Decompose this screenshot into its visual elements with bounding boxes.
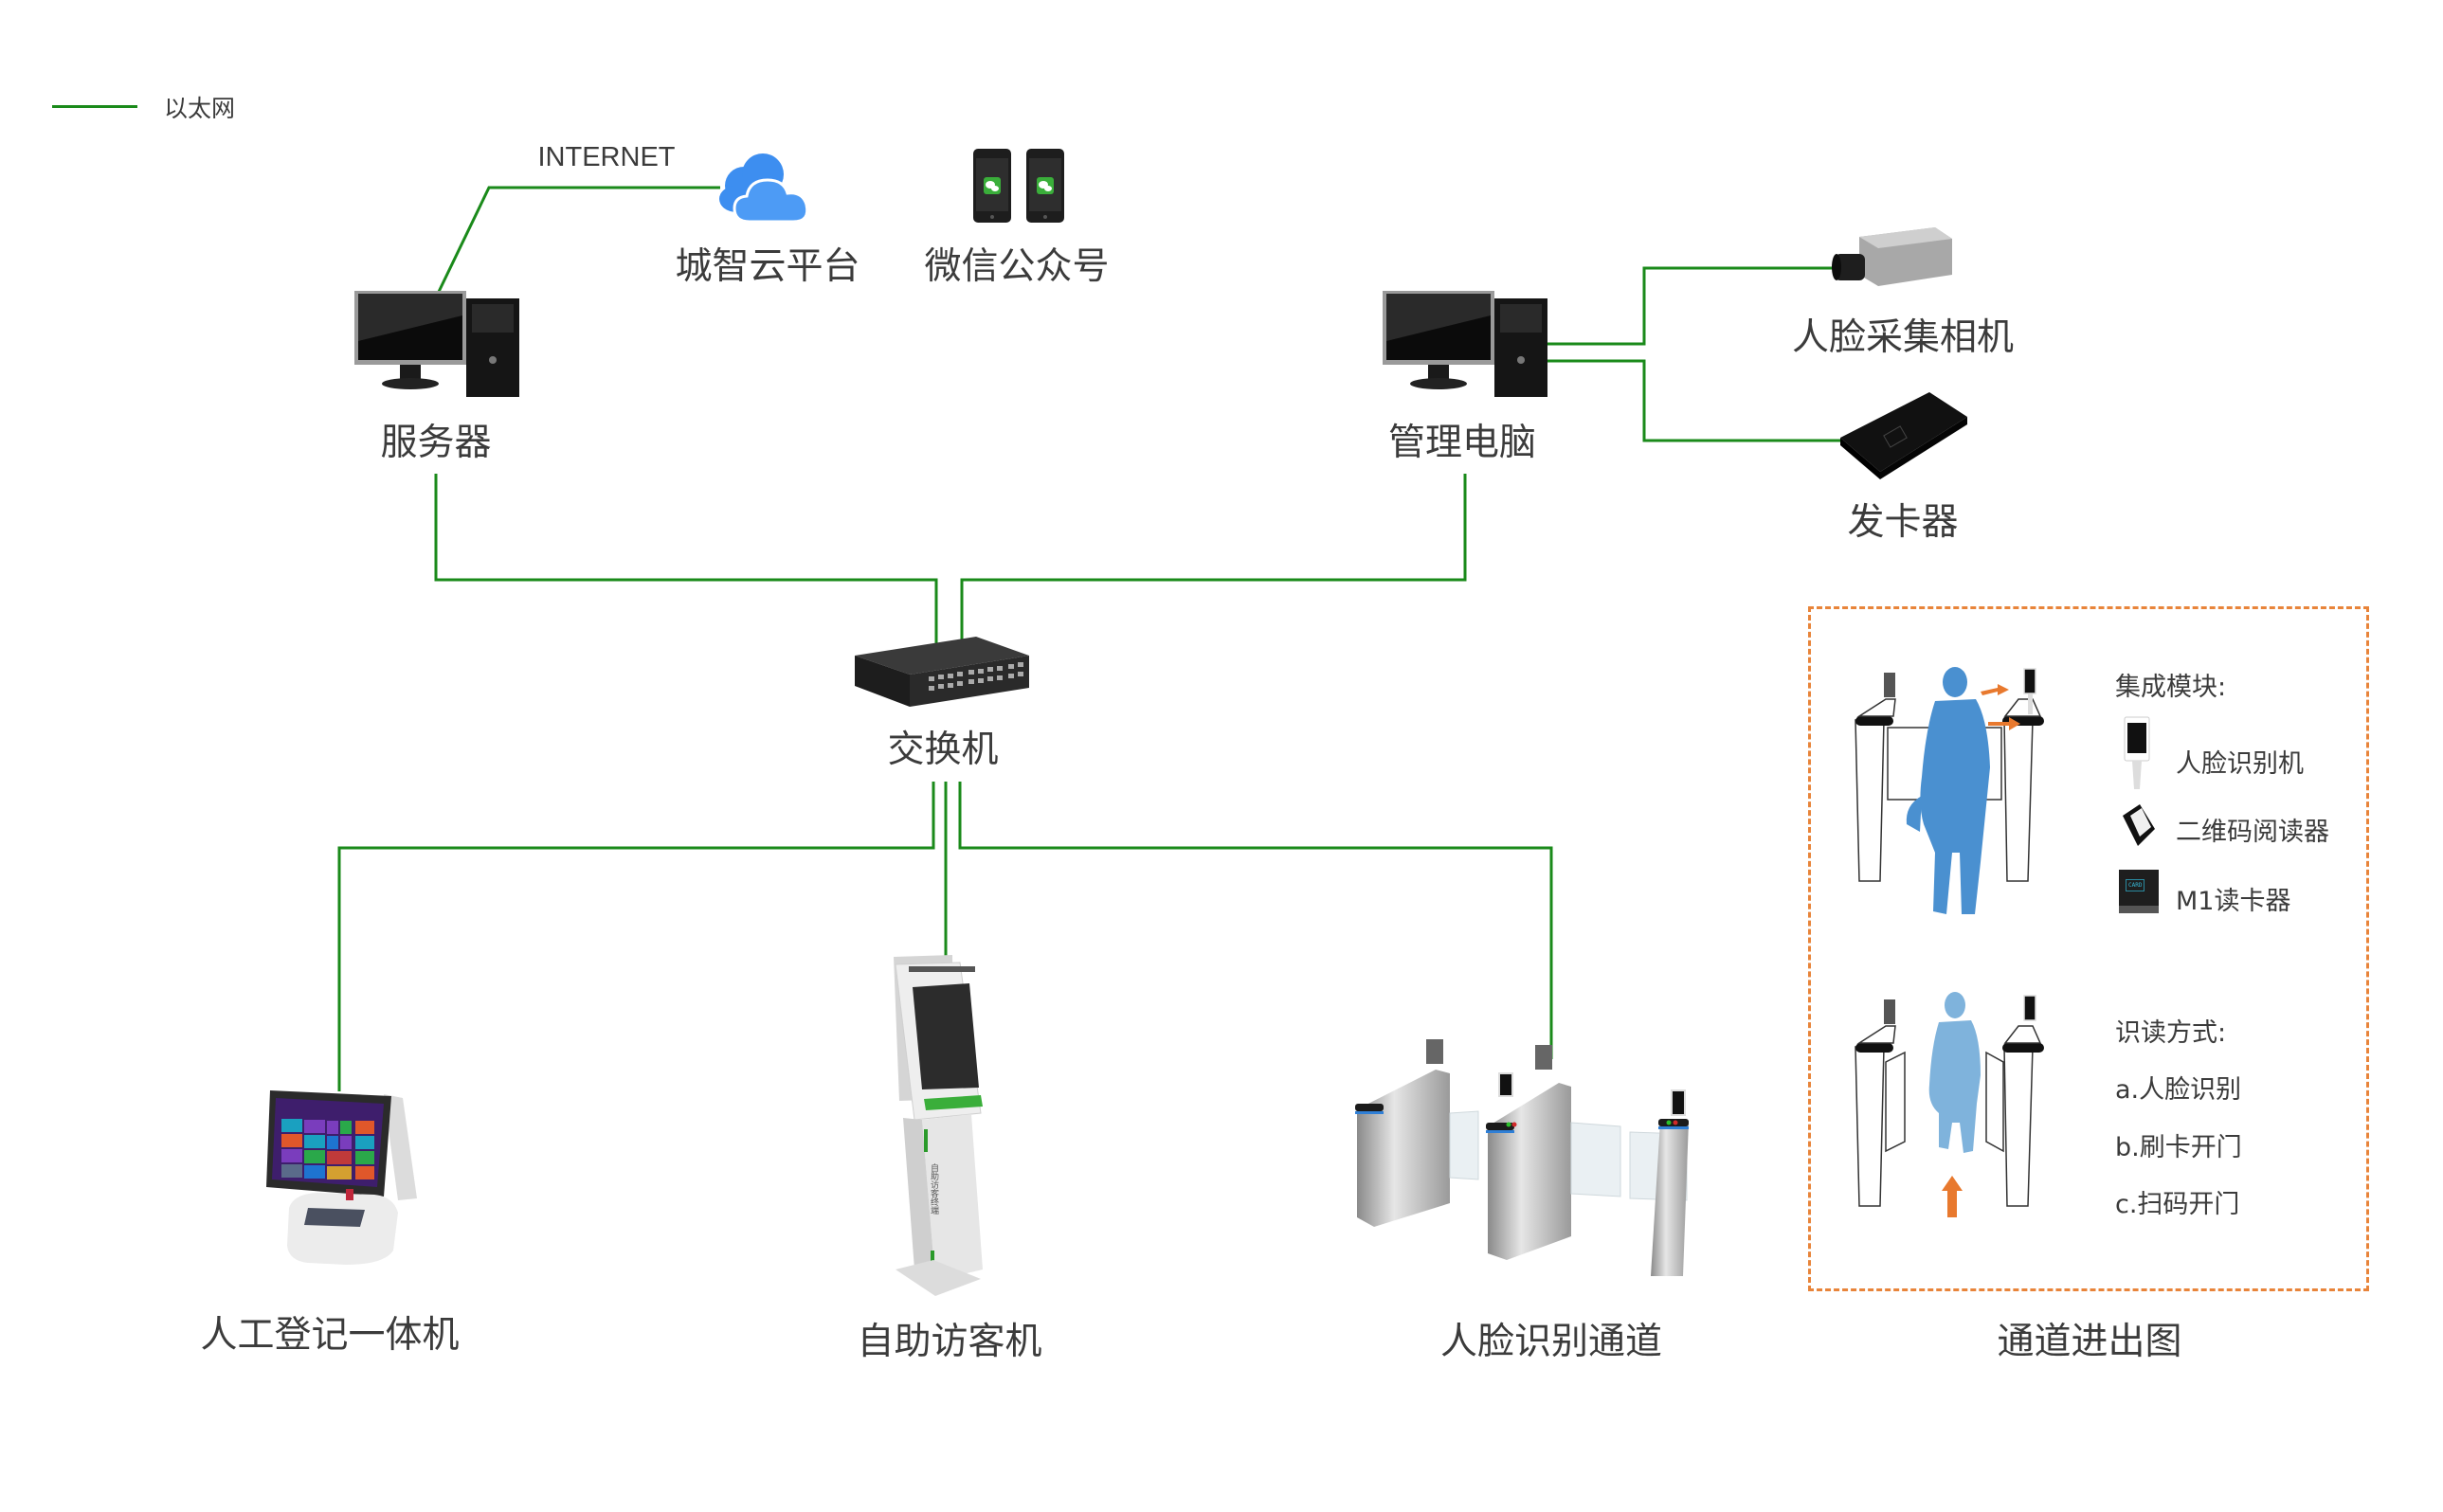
module-label-m1-reader: M1读卡器 (2176, 887, 2291, 916)
card-reader-text: CARD (2126, 879, 2145, 891)
method-face: a.人脸识别 (2115, 1075, 2242, 1105)
arrow-to-face-terminal (1981, 684, 2009, 695)
module-label-qr-reader: 二维码阅读器 (2176, 818, 2329, 847)
face-camera-label: 人脸采集相机 (1791, 316, 2015, 359)
kiosk-panel-text: 自助访客终端 (929, 1162, 939, 1215)
method-qr: c.扫码开门 (2115, 1190, 2240, 1219)
face-gate-label: 人脸识别通道 (1439, 1321, 1663, 1363)
cloud-icon (719, 153, 809, 224)
card-issuer-label: 发卡器 (1847, 501, 1959, 544)
camera-icon (1832, 227, 1952, 286)
server-label: 服务器 (380, 422, 492, 464)
management-computer-icon (1383, 291, 1547, 397)
ethernet-legend-line (52, 105, 137, 108)
method-card: b.刷卡开门 (2115, 1133, 2242, 1162)
face-terminal-icon (2124, 716, 2150, 789)
self-service-kiosk-label: 自助访客机 (857, 1321, 1042, 1363)
face-gate-icon (1355, 1039, 1689, 1276)
wire-mgmt-cardissuer (1543, 359, 1840, 442)
wire-mgmt-switch (960, 474, 1467, 654)
legend: 以太网 (52, 90, 280, 122)
server-computer-icon (354, 291, 519, 397)
module-label-face-terminal: 人脸识别机 (2176, 749, 2304, 779)
wire-switch-gate (958, 782, 1553, 1059)
wechat-label: 微信公众号 (924, 245, 1110, 288)
registration-terminal-icon (266, 1090, 417, 1265)
switch-label: 交换机 (887, 729, 999, 771)
wire-mgmt-camera (1543, 266, 1834, 346)
card-issuer-icon (1840, 392, 1967, 479)
management-pc-label: 管理电脑 (1387, 422, 1537, 464)
person-silhouette-light (1928, 992, 1981, 1153)
person-silhouette (1906, 667, 1990, 914)
internet-label: INTERNET (537, 142, 676, 172)
wire-switch-registration (337, 782, 935, 1091)
gate-flow-panel (1808, 606, 2369, 1291)
modules-title: 集成模块: (2115, 673, 2227, 702)
cloud-platform-label: 城智云平台 (675, 245, 860, 288)
arrow-to-qr-reader (1988, 717, 2020, 730)
wire-server-internet (436, 186, 720, 295)
manual-registration-label: 人工登记一体机 (200, 1314, 460, 1357)
gate-passage-illustration (1855, 992, 2044, 1217)
m1-card-reader-icon: CARD (2119, 870, 2159, 913)
network-switch-icon (855, 637, 1029, 707)
methods-title: 识读方式: (2115, 1018, 2227, 1048)
ethernet-legend-label: 以太网 (164, 95, 236, 122)
gate-entry-illustration (1855, 667, 2044, 914)
wire-server-switch (434, 474, 938, 654)
wechat-phones (971, 147, 1066, 225)
phone-icon (973, 149, 1064, 223)
qr-reader-icon (2123, 804, 2155, 846)
visitor-kiosk-icon: 自助访客终端 (894, 955, 983, 1296)
gate-flow-label: 通道进出图 (1997, 1321, 2182, 1363)
entry-direction-arrow (1942, 1176, 1963, 1217)
